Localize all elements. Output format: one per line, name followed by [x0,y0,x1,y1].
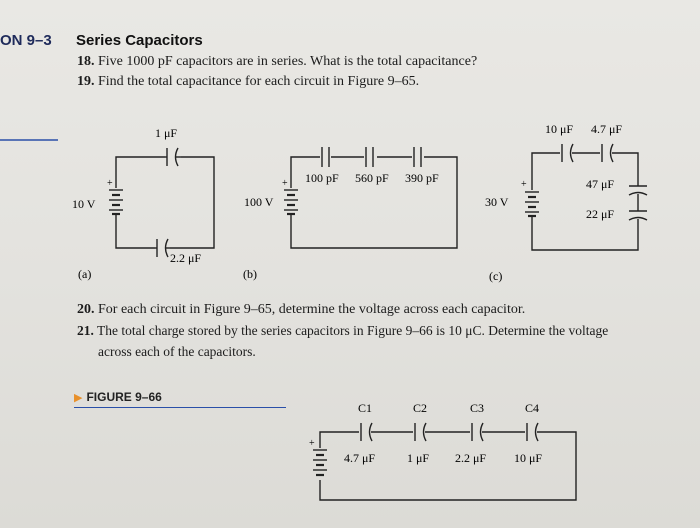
question-19: 19. Find the total capacitance for each … [77,74,419,90]
plus-sign: + [521,179,527,190]
c4-value: 10 μF [514,451,542,465]
circuit-c-c2-label: 4.7 μF [591,122,622,136]
circuit-c-c1-label: 10 μF [545,122,573,136]
circuit-a-source-label: 10 V [72,197,96,211]
question-text: The total charge stored by the series ca… [97,323,609,338]
question-20: 20. For each circuit in Figure 9–65, det… [77,302,525,318]
figure-9-66-label: ▶ FIGURE 9–66 [74,388,162,406]
circuit-b-c1-label: 100 pF [305,171,339,185]
c3-value: 2.2 μF [455,451,486,465]
figure-label-text: FIGURE 9–66 [86,390,162,404]
circuit-a [109,147,215,258]
c1-name: C1 [358,401,372,415]
question-text: Five 1000 pF capacitors are in series. W… [98,54,478,69]
c2-name: C2 [413,401,427,415]
triangle-bullet-icon: ▶ [74,392,83,404]
c2-value: 1 μF [407,451,429,465]
circuit-c [525,143,648,251]
question-number: 21. [77,323,94,338]
section-number: ON 9–3 [0,32,52,49]
plus-sign: + [107,178,113,189]
c1-value: 4.7 μF [344,451,375,465]
series-circuit [313,422,577,501]
circuit-c-c3-label: 47 μF [586,177,614,191]
figure-rule [74,407,286,408]
circuit-c-label: (c) [489,269,502,283]
question-21: 21. The total charge stored by the serie… [77,323,608,339]
circuit-b-source-label: 100 V [244,195,274,209]
question-text: For each circuit in Figure 9–65, determi… [98,302,526,317]
question-number: 18. [77,54,95,69]
circuit-b-c3-label: 390 pF [405,171,439,185]
figure-9-65: + 1 μF 10 V 2.2 μF (a) + 100 pF 560 pF 3… [0,122,648,283]
question-18: 18. Five 1000 pF capacitors are in serie… [77,54,477,70]
question-number: 20. [77,302,95,317]
circuit-a-label: (a) [78,267,91,281]
circuit-b-c2-label: 560 pF [355,171,389,185]
circuit-b-label: (b) [243,267,257,281]
circuit-c-source-label: 30 V [485,195,509,209]
circuit-b [284,147,458,249]
plus-sign: + [309,438,315,449]
circuit-a-c1-label: 1 μF [155,126,177,140]
c4-name: C4 [525,401,539,415]
section-title: Series Capacitors [76,32,203,49]
question-number: 19. [77,74,95,89]
c3-name: C3 [470,401,484,415]
plus-sign: + [282,178,288,189]
figure-9-66: + C1 C2 C3 C4 4.7 μF 1 μF 2.2 μF 10 μF [309,401,577,501]
question-21-continued: across each of the capacitors. [98,344,256,359]
question-text: Find the total capacitance for each circ… [98,74,420,89]
circuit-c-c4-label: 22 μF [586,207,614,221]
circuit-a-c2-label: 2.2 μF [170,251,201,265]
